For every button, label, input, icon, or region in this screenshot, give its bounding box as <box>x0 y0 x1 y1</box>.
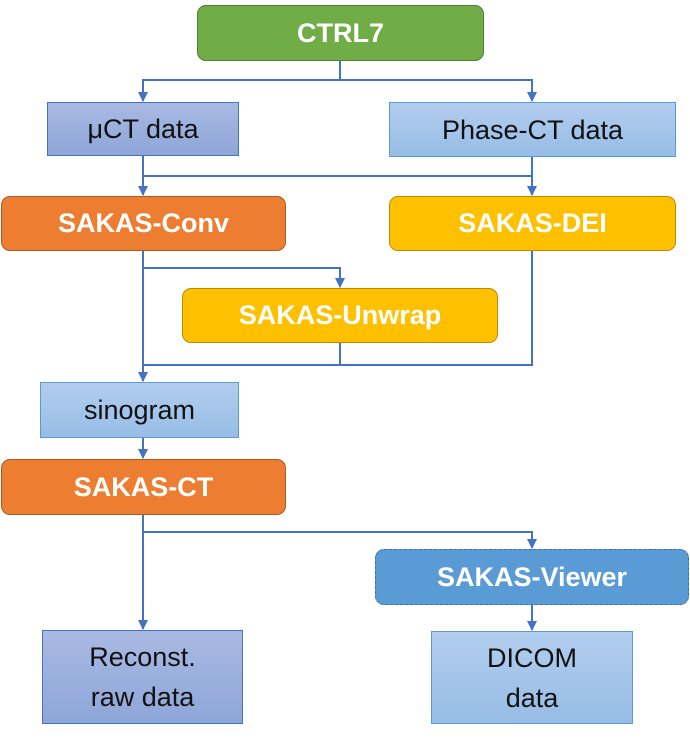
node-reconst-raw-data-line2: raw data <box>90 682 195 712</box>
connector-conv-to-unwrap <box>142 251 345 288</box>
node-sakas-ct-label: SAKAS-CT <box>73 471 214 502</box>
node-sinogram: sinogram <box>40 382 239 438</box>
connector-ctrl7-to-uct <box>138 61 341 102</box>
node-sakas-viewer: SAKAS-Viewer <box>375 549 689 605</box>
node-reconst-raw-data-line1: Reconst. <box>89 642 196 672</box>
node-sakas-conv-label: SAKAS-Conv <box>57 208 229 238</box>
node-sakas-viewer-label: SAKAS-Viewer <box>436 561 628 592</box>
node-sakas-dei-label: SAKAS-DEI <box>458 208 607 238</box>
connector-dei-to-merge <box>143 251 533 366</box>
node-sakas-conv: SAKAS-Conv <box>1 196 286 251</box>
node-uct-data: μCT data <box>47 102 239 156</box>
node-sakas-unwrap: SAKAS-Unwrap <box>182 288 498 343</box>
node-sakas-dei: SAKAS-DEI <box>389 196 676 251</box>
node-dicom-data-line1: DICOM <box>487 642 577 673</box>
node-uct-data-label: μCT data <box>87 114 199 144</box>
node-ctrl7-label: CTRL7 <box>297 17 384 48</box>
node-phase-ct-data-label: Phase-CT data <box>441 114 624 145</box>
node-sakas-unwrap-label: SAKAS-Unwrap <box>238 300 442 330</box>
node-reconst-raw-data: Reconst. raw data <box>42 630 243 724</box>
node-ctrl7: CTRL7 <box>197 5 484 61</box>
node-dicom-data: DICOM data <box>431 631 633 724</box>
node-sakas-ct: SAKAS-CT <box>1 459 286 515</box>
connector-ctrl7-to-phase <box>340 79 537 102</box>
node-dicom-data-line2: data <box>505 682 559 713</box>
connector-ct-to-viewer <box>143 531 537 549</box>
node-phase-ct-data: Phase-CT data <box>389 102 676 157</box>
node-sinogram-label: sinogram <box>83 395 196 425</box>
